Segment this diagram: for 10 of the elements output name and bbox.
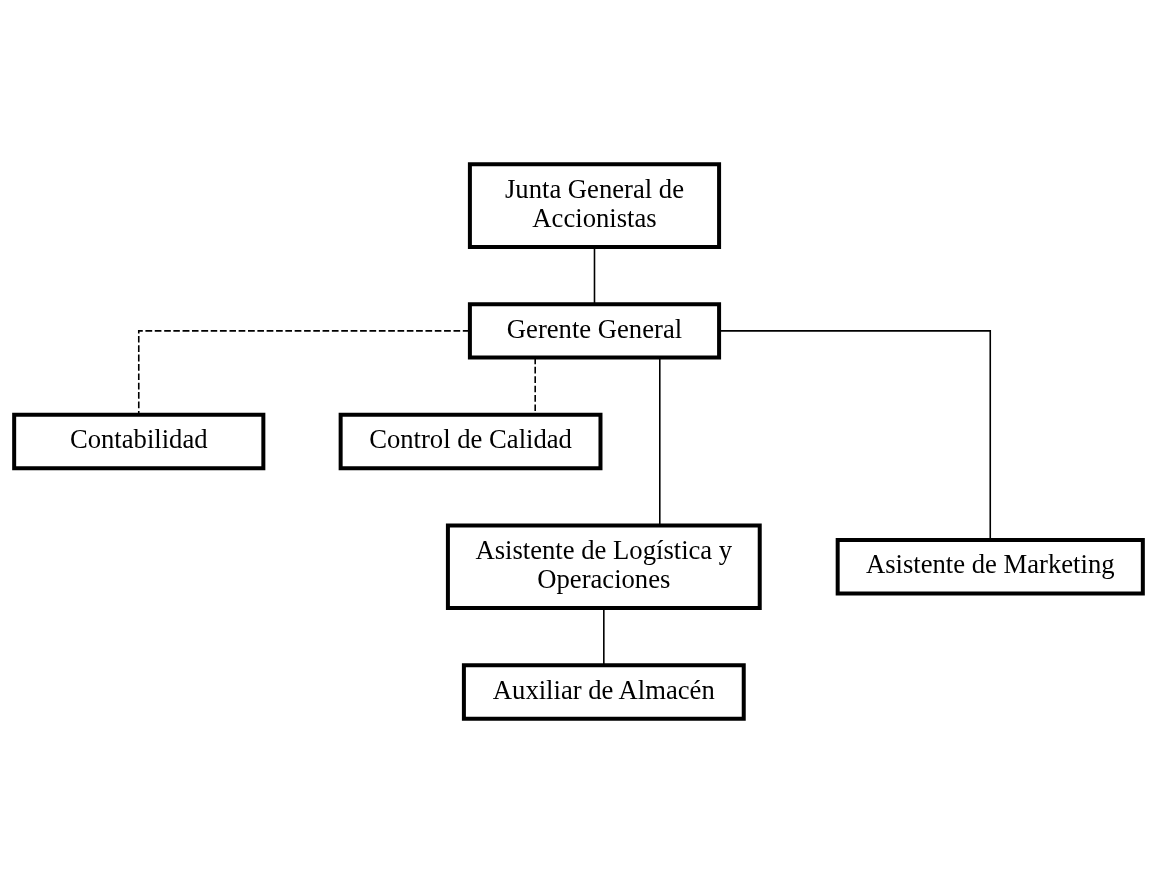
node-box: Asistente de Logística y Operaciones [445,522,762,610]
connector [659,356,661,526]
node-box: Gerente General [467,301,722,360]
node-box: Asistente de Marketing [835,537,1145,595]
node-box: Auxiliar de Almacén [461,662,746,721]
node-box: Control de Calidad [338,412,603,470]
connector [137,329,471,416]
node-box: Junta General de Accionistas [467,161,722,249]
connector [718,329,992,540]
node-box: Contabilidad [12,412,266,470]
